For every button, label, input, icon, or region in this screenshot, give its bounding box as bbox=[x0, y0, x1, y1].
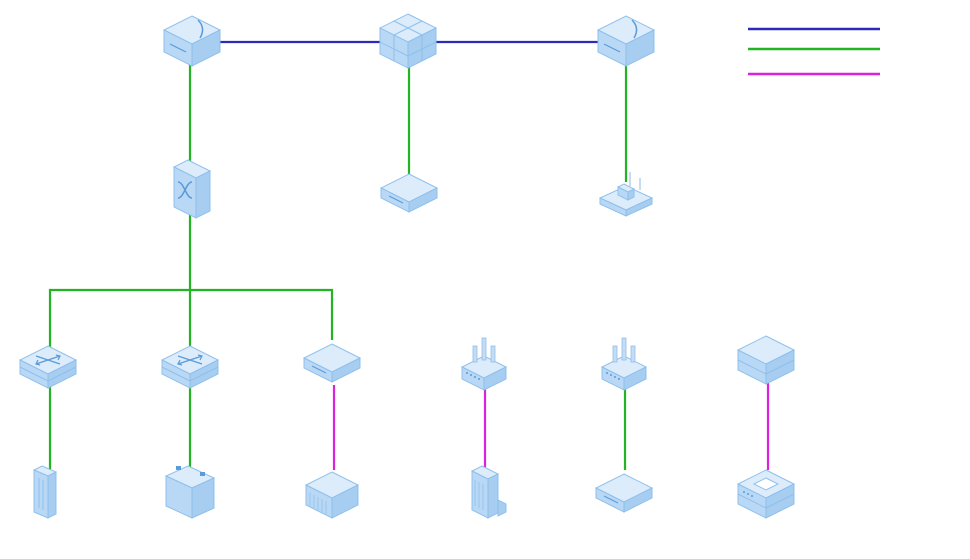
access-point-icon bbox=[598, 172, 654, 217]
router-right[interactable] bbox=[596, 15, 656, 67]
storage-icon bbox=[164, 465, 216, 519]
wireless-router-2[interactable] bbox=[600, 337, 648, 391]
core-switch-icon bbox=[378, 13, 438, 69]
appliance-3[interactable] bbox=[303, 343, 361, 383]
building-icon bbox=[470, 465, 507, 519]
layer3-switch-icon bbox=[172, 159, 212, 219]
switch-icon bbox=[160, 345, 220, 389]
wireless-router-1[interactable] bbox=[460, 337, 508, 391]
core-switch[interactable] bbox=[378, 13, 438, 69]
router-icon bbox=[162, 15, 222, 67]
stacked-device[interactable] bbox=[736, 335, 796, 385]
appliance-mid[interactable] bbox=[380, 173, 438, 213]
router-left[interactable] bbox=[162, 15, 222, 67]
access-switch-2[interactable] bbox=[160, 345, 220, 389]
rack-server[interactable] bbox=[304, 471, 360, 519]
security-appliance[interactable] bbox=[736, 469, 796, 519]
building[interactable] bbox=[470, 465, 507, 519]
appliance-icon bbox=[595, 473, 653, 513]
appliance-icon bbox=[380, 173, 438, 213]
link-l3switch-access1 bbox=[48, 288, 190, 348]
stacked-device-icon bbox=[736, 335, 796, 385]
tower-server-icon bbox=[32, 465, 58, 519]
wireless-router-icon bbox=[600, 337, 648, 391]
l3-switch[interactable] bbox=[172, 159, 212, 219]
wireless-ap[interactable] bbox=[598, 172, 654, 217]
security-appliance-icon bbox=[736, 469, 796, 519]
wireless-router-icon bbox=[460, 337, 508, 391]
storage-unit[interactable] bbox=[164, 465, 216, 519]
tower-server[interactable] bbox=[32, 465, 58, 519]
appliance-5[interactable] bbox=[595, 473, 653, 513]
rack-server-icon bbox=[304, 471, 360, 519]
switch-icon bbox=[18, 345, 78, 389]
link-l3switch-appliance3 bbox=[190, 288, 334, 340]
access-switch-1[interactable] bbox=[18, 345, 78, 389]
router-icon bbox=[596, 15, 656, 67]
legend bbox=[748, 27, 880, 76]
links bbox=[48, 40, 770, 470]
appliance-icon bbox=[303, 343, 361, 383]
